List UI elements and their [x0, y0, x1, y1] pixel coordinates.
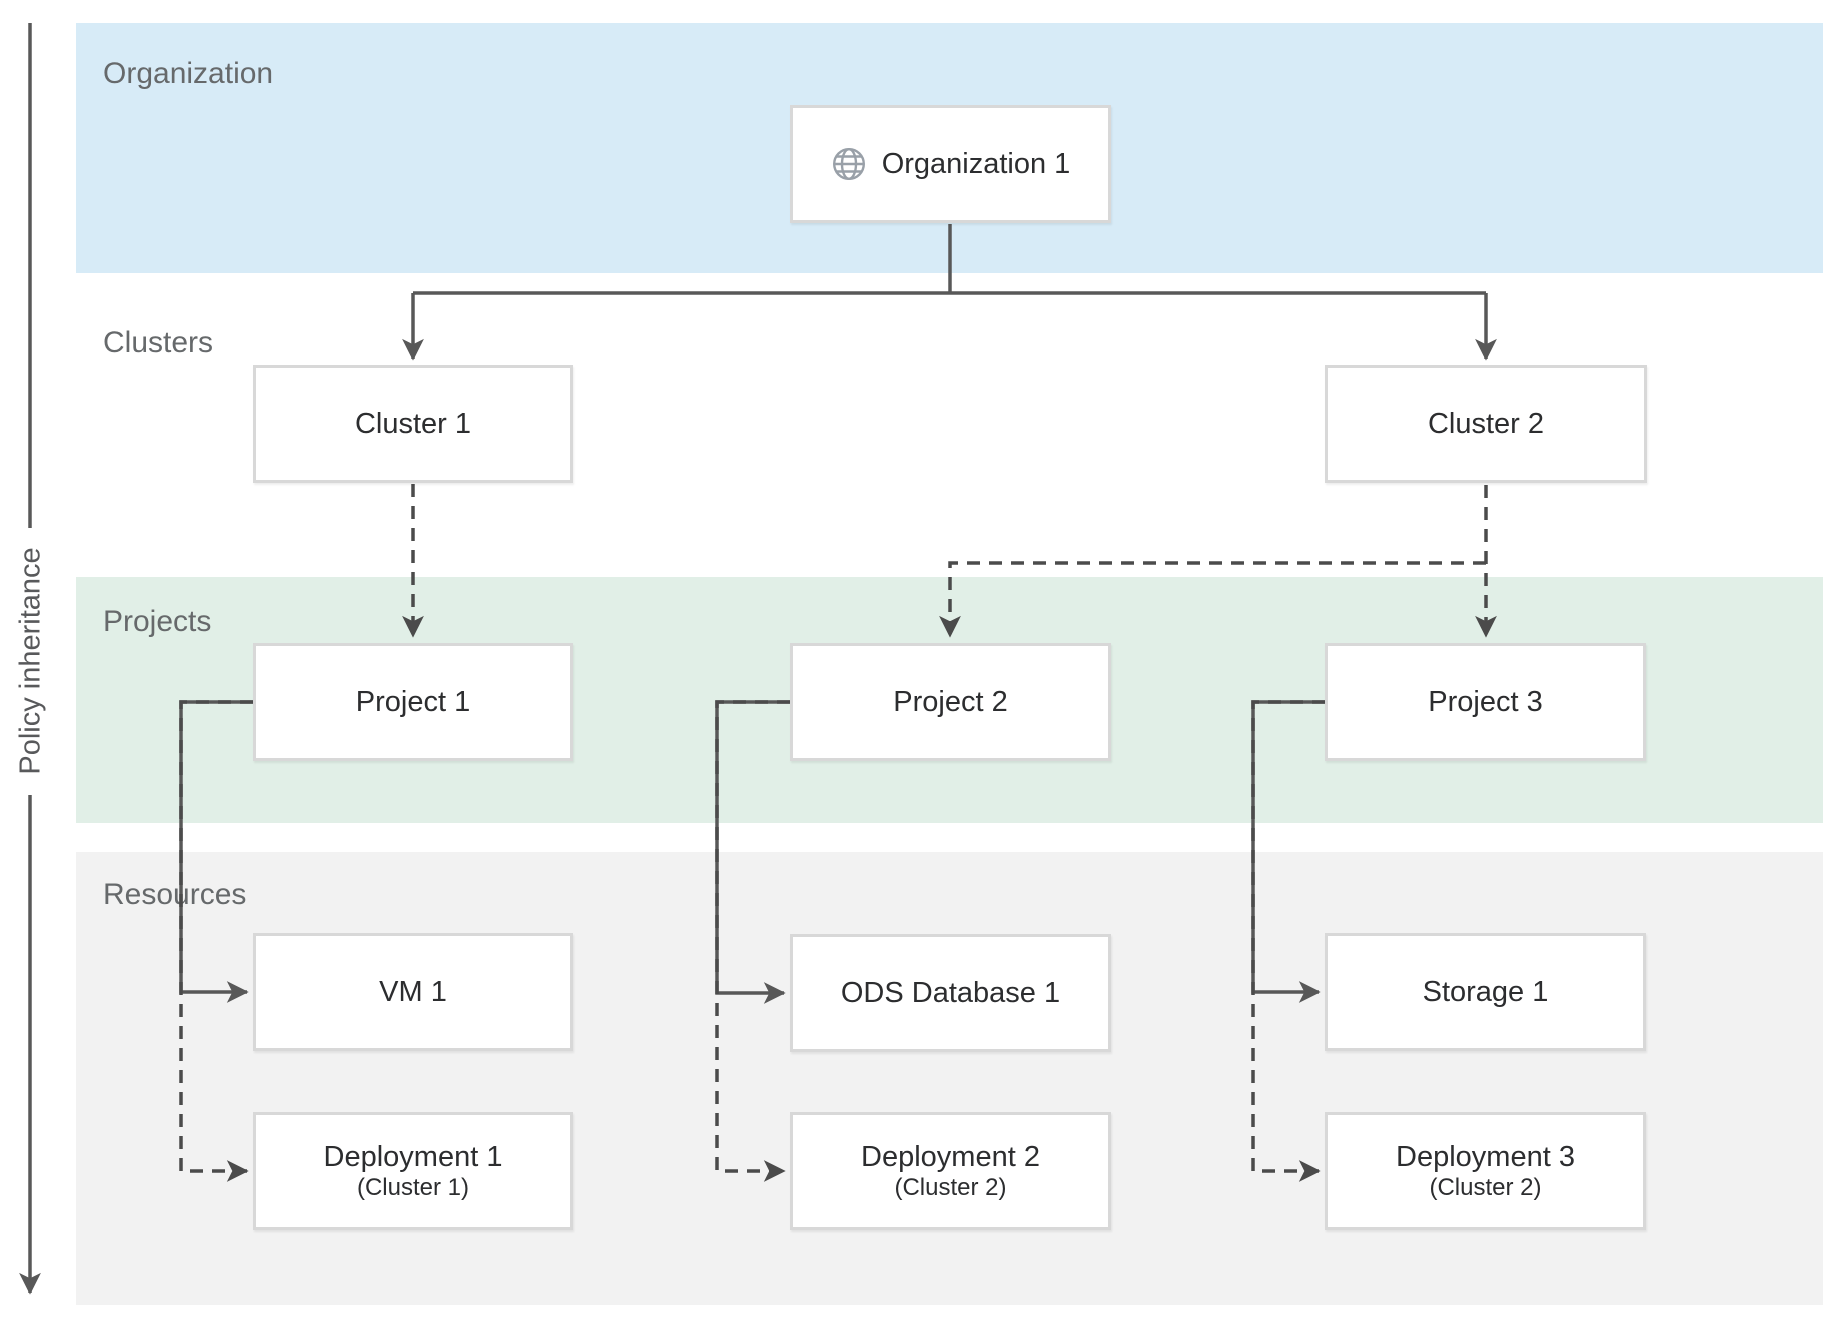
edge-project-3-to-deployment-3	[1251, 700, 1325, 1182]
node-sublabel: (Cluster 2)	[1429, 1174, 1542, 1201]
node-deployment-3: Deployment 3 (Cluster 2)	[1325, 1112, 1646, 1230]
node-deployment-2: Deployment 2 (Cluster 2)	[790, 1112, 1111, 1230]
node-label: Cluster 1	[354, 407, 472, 440]
node-sublabel: (Cluster 1)	[356, 1174, 470, 1201]
node-sublabel: (Cluster 2)	[894, 1174, 1007, 1201]
organization-band-label: Organization	[103, 57, 274, 90]
node-vm-1: VM 1	[253, 933, 573, 1051]
node-label: Deployment 3	[1396, 1141, 1575, 1173]
node-deployment-1: Deployment 1 (Cluster 1)	[253, 1112, 573, 1230]
node-organization-1: Organization 1	[790, 105, 1111, 223]
node-cluster-1: Cluster 1	[253, 365, 573, 483]
edge-project-1-to-vm-1	[179, 700, 253, 1003]
node-label: Deployment 1	[323, 1141, 503, 1173]
node-label: VM 1	[379, 975, 447, 1008]
node-label: ODS Database 1	[840, 976, 1061, 1009]
resources-band-label: Resources	[103, 878, 247, 911]
node-label: Storage 1	[1422, 975, 1549, 1008]
clusters-band-label: Clusters	[103, 326, 214, 359]
node-project-3: Project 3	[1325, 643, 1646, 761]
node-label: Project 1	[355, 685, 471, 718]
edge-cluster-2-to-project-2	[939, 561, 1486, 638]
globe-icon	[832, 147, 865, 181]
node-storage-1: Storage 1	[1325, 933, 1646, 1051]
projects-band-label: Projects	[103, 605, 212, 638]
edge-project-2-to-ods-database-1	[715, 700, 790, 1004]
node-project-1: Project 1	[253, 643, 573, 761]
node-label: Deployment 2	[861, 1141, 1040, 1173]
node-label: Project 2	[893, 685, 1008, 718]
node-label: Project 3	[1428, 685, 1543, 718]
node-label: Organization 1	[881, 147, 1071, 180]
node-cluster-2: Cluster 2	[1325, 365, 1647, 483]
node-ods-database-1: ODS Database 1	[790, 934, 1111, 1052]
node-label: Cluster 2	[1427, 407, 1545, 440]
edge-project-1-to-deployment-1	[179, 700, 253, 1182]
edge-project-2-to-deployment-2	[715, 700, 790, 1182]
policy-inheritance-label: Policy inheritance	[14, 547, 47, 775]
edge-project-3-to-storage-1	[1251, 700, 1325, 1003]
node-project-2: Project 2	[790, 643, 1111, 761]
